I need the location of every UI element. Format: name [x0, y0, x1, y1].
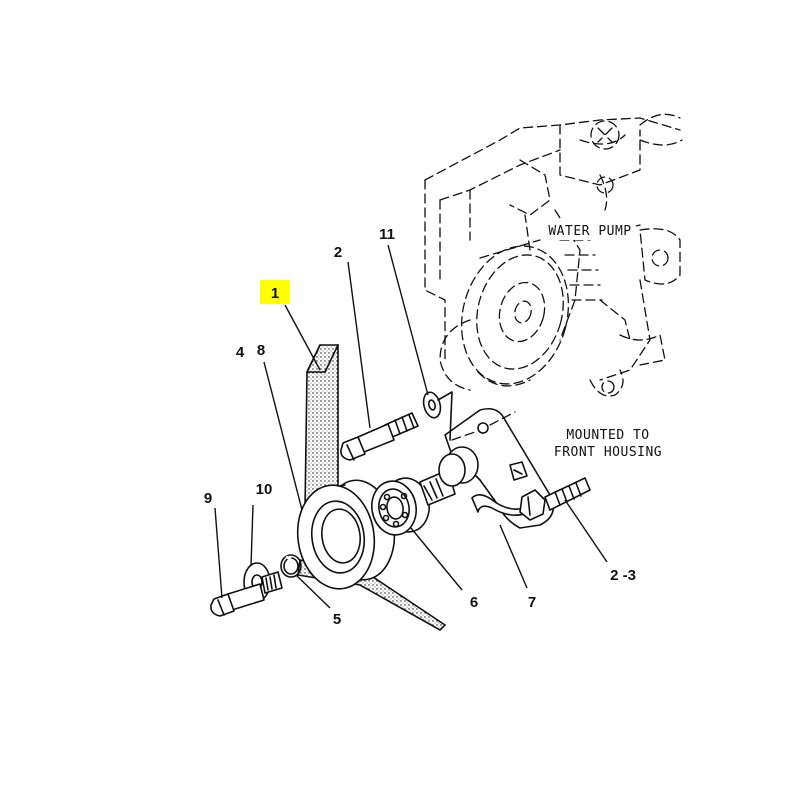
callout-2[interactable]: 2	[334, 244, 342, 261]
mounted-label-line1: MOUNTED TO	[566, 428, 649, 443]
idler-pulley	[296, 479, 396, 590]
bolt-9	[210, 571, 283, 617]
callout-1[interactable]: 1	[271, 285, 279, 302]
tensioner-bracket	[419, 407, 555, 529]
bolt-2	[340, 412, 419, 461]
water-pump-pulley	[439, 239, 570, 391]
leader-lines	[214, 244, 608, 609]
mount-dashed-2	[489, 411, 516, 426]
callout-8[interactable]: 8	[257, 342, 265, 359]
washer-11	[422, 391, 442, 419]
mount-line	[437, 391, 453, 441]
mounted-label-line2: FRONT HOUSING	[554, 445, 662, 460]
bearing	[371, 477, 430, 536]
water-pump-label-bg	[544, 220, 636, 240]
stud	[544, 477, 591, 511]
mount-dashed	[451, 431, 476, 441]
callout-10[interactable]: 10	[256, 481, 273, 498]
snap-ring	[280, 554, 302, 578]
callout-9[interactable]: 9	[204, 490, 212, 507]
callout-4[interactable]: 4	[236, 344, 245, 361]
callout-5[interactable]: 5	[333, 611, 341, 628]
callout-6[interactable]: 6	[470, 594, 478, 611]
callout-2-3[interactable]: 2 -3	[610, 567, 636, 584]
callout-11[interactable]: 11	[379, 226, 395, 243]
water-pump-label: WATER PUMP	[548, 224, 631, 239]
callout-1-highlight	[260, 280, 290, 304]
callout-7[interactable]: 7	[528, 594, 536, 611]
